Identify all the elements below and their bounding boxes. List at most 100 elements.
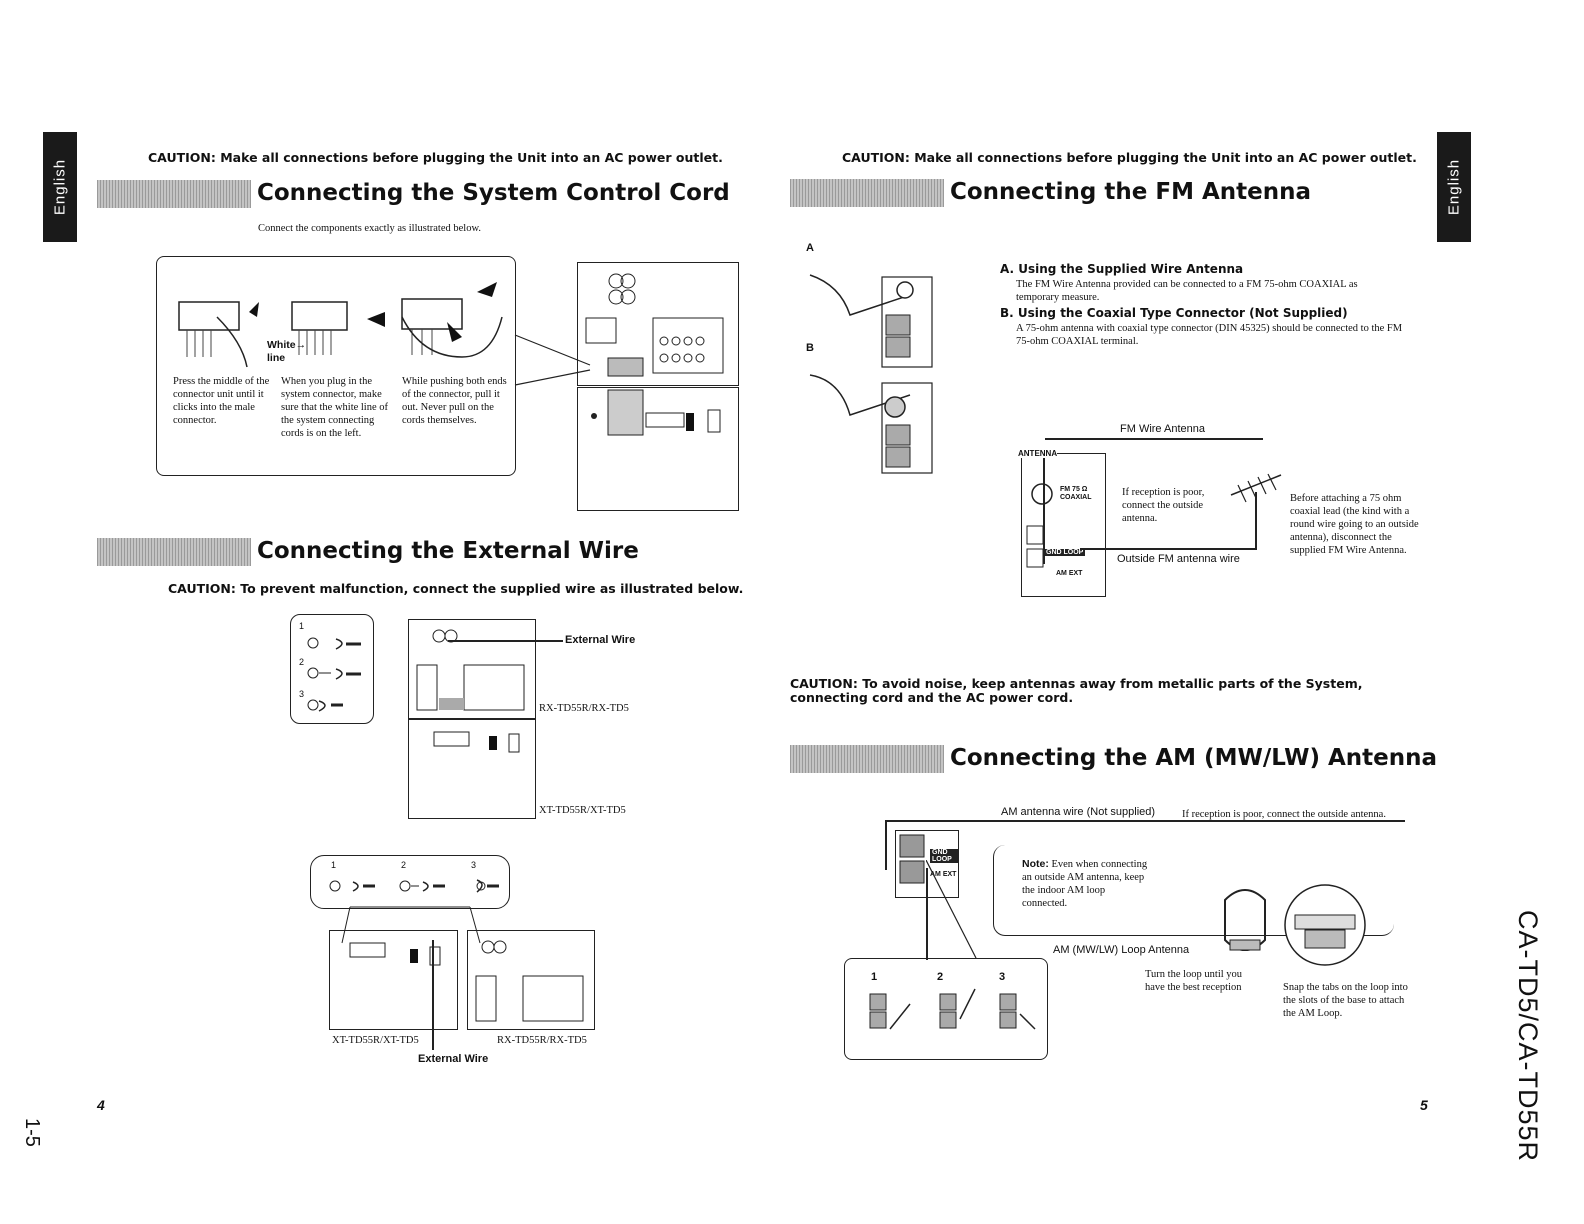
language-tab-right-label: English bbox=[1445, 158, 1463, 216]
am-reception-label: If reception is poor, connect the outsid… bbox=[1182, 809, 1386, 820]
external-wire-title: Connecting the External Wire bbox=[257, 538, 639, 564]
bottom-wire-line bbox=[432, 940, 434, 1050]
bottom-external-wire-label: External Wire bbox=[418, 1053, 489, 1065]
am-loop-label: AM (MW/LW) Loop Antenna bbox=[1053, 944, 1190, 956]
bottom-rx-label: RX-TD55R/RX-TD5 bbox=[497, 1035, 587, 1046]
ext-step-1: 1 bbox=[299, 621, 305, 631]
xt-model-label: XT-TD55R/XT-TD5 bbox=[539, 805, 626, 816]
language-tab-left: English bbox=[43, 132, 77, 242]
page-number-right: 5 bbox=[1420, 1097, 1428, 1113]
fm75-label: FM 75 Ω COAXIAL bbox=[1060, 486, 1092, 501]
fm-am-ext-label: AM EXT bbox=[1056, 570, 1083, 577]
ext-step-3: 3 bbox=[299, 689, 305, 699]
system-cord-step3: While pushing both ends of the connector… bbox=[402, 376, 507, 426]
am-wire-label: AM antenna wire (Not supplied) bbox=[1001, 806, 1156, 818]
ext-step-2: 2 bbox=[299, 657, 305, 667]
am-note-text: Even when connecting an outside AM anten… bbox=[1022, 859, 1148, 909]
fm-reception-note: If reception is poor, connect the outsid… bbox=[1122, 487, 1205, 524]
ext-receiver-panel bbox=[408, 619, 536, 719]
system-cord-step2: When you plug in the system connector, m… bbox=[281, 376, 389, 439]
am-turn-note: Turn the loop until you have the best re… bbox=[1145, 969, 1243, 993]
side-page-label: 1-5 bbox=[21, 1118, 43, 1147]
left-caution-top: CAUTION: Make all connections before plu… bbox=[148, 150, 723, 165]
am-steps-pointer bbox=[926, 860, 977, 959]
fm-terminal-panel: ANTENNA FM 75 Ω COAXIAL GND LOOP AM EXT bbox=[1018, 449, 1106, 597]
am-terminal-drawing bbox=[899, 834, 925, 884]
connector-illustration bbox=[178, 282, 503, 368]
am-steps-panel: 1 2 3 bbox=[844, 958, 1048, 1060]
bottom-step-2: 2 bbox=[401, 860, 407, 870]
am-steps-drawing bbox=[869, 988, 1036, 1030]
external-wire-label: External Wire bbox=[565, 634, 636, 646]
am-ext-label: AM EXT bbox=[930, 871, 957, 878]
bottom-xt-panel bbox=[329, 930, 458, 1030]
section-bar-am bbox=[790, 745, 944, 773]
fm-terminal-drawing bbox=[1026, 454, 1053, 568]
bottom-rx-drawing bbox=[475, 940, 584, 1022]
bottom-step-1: 1 bbox=[331, 860, 337, 870]
outdoor-antenna-icon bbox=[1230, 473, 1282, 503]
fm-wire-antenna-label: FM Wire Antenna bbox=[1120, 423, 1205, 435]
speaker-panel-drawing bbox=[591, 389, 721, 436]
fm-a-text: The FM Wire Antenna provided can be conn… bbox=[1016, 279, 1358, 303]
bottom-xt-drawing bbox=[349, 942, 441, 966]
right-caution-top: CAUTION: Make all connections before plu… bbox=[842, 150, 1417, 165]
am-steps-pointer-1 bbox=[926, 868, 928, 960]
am-step-3: 3 bbox=[999, 971, 1006, 983]
fm-label-b: B bbox=[806, 342, 814, 354]
ext-speaker-panel bbox=[408, 719, 536, 819]
ext-receiver-drawing bbox=[416, 629, 525, 711]
am-step-1: 1 bbox=[871, 971, 878, 983]
external-wire-bottom-callout: 1 2 3 bbox=[310, 855, 510, 909]
outside-fm-wire-vertical bbox=[1255, 492, 1257, 550]
bottom-steps-drawing bbox=[329, 879, 499, 893]
speaker-unit-rear-panel bbox=[577, 387, 739, 511]
am-note: Note: Even when connecting an outside AM… bbox=[1022, 858, 1152, 910]
section-bar-fm bbox=[790, 179, 944, 207]
fm-before-note: Before attaching a 75 ohm coaxial lead (… bbox=[1290, 493, 1419, 556]
bottom-step-3: 3 bbox=[471, 860, 477, 870]
receiver-rear-panel bbox=[577, 262, 739, 386]
am-gnd-loop-label: GND LOOP bbox=[930, 849, 958, 863]
fm-b-text: A 75-ohm antenna with coaxial type conne… bbox=[1016, 323, 1403, 347]
antenna-label: ANTENNA bbox=[1018, 449, 1058, 458]
fm-label-a: A bbox=[806, 242, 814, 254]
bottom-rx-panel bbox=[467, 930, 595, 1030]
language-tab-left-label: English bbox=[51, 158, 69, 216]
system-cord-title: Connecting the System Control Cord bbox=[257, 180, 730, 206]
system-cord-steps-panel: White→ line Press the middle of the conn… bbox=[156, 256, 516, 476]
am-title: Connecting the AM (MW/LW) Antenna bbox=[950, 745, 1438, 771]
ext-speaker-drawing bbox=[433, 731, 520, 753]
am-step-2: 2 bbox=[937, 971, 944, 983]
external-wire-pointer bbox=[448, 640, 563, 642]
fm-gnd-loop-label: GND LOOP bbox=[1044, 549, 1086, 556]
language-tab-right: English bbox=[1437, 132, 1471, 242]
white-line-label: White→ line bbox=[267, 339, 307, 364]
am-wire-top-line bbox=[885, 820, 1405, 822]
am-snap-note: Snap the tabs on the loop into the slots… bbox=[1283, 982, 1408, 1019]
outside-fm-wire-line bbox=[1080, 548, 1256, 550]
rx-model-label: RX-TD55R/RX-TD5 bbox=[539, 703, 629, 714]
external-wire-steps-callout: 1 2 3 bbox=[290, 614, 374, 724]
right-caution-mid: CAUTION: To avoid noise, keep antennas a… bbox=[790, 676, 1363, 705]
fm-plug-illustrations bbox=[809, 274, 933, 474]
receiver-panel-drawing bbox=[585, 273, 724, 377]
system-cord-connector-lines bbox=[514, 334, 591, 386]
am-note-bold: Note: bbox=[1022, 858, 1049, 870]
page-number-left: 4 bbox=[97, 1097, 105, 1113]
am-note-callout bbox=[993, 845, 1394, 936]
bottom-xt-label: XT-TD55R/XT-TD5 bbox=[332, 1035, 419, 1046]
am-terminal-panel: GND LOOP AM EXT bbox=[895, 830, 959, 898]
fm-b-title: B. Using the Coaxial Type Connector (Not… bbox=[1000, 306, 1348, 320]
system-cord-intro: Connect the components exactly as illust… bbox=[258, 223, 481, 234]
section-bar-external-wire bbox=[97, 538, 251, 566]
fm-a-title: A. Using the Supplied Wire Antenna bbox=[1000, 262, 1244, 276]
am-loop-antenna-icon bbox=[1224, 884, 1366, 966]
ext-steps-drawing bbox=[307, 637, 361, 712]
fm-title: Connecting the FM Antenna bbox=[950, 179, 1312, 205]
model-vertical-label: CA-TD5/CA-TD55R bbox=[1513, 910, 1543, 1163]
outside-fm-wire-label: Outside FM antenna wire bbox=[1117, 553, 1240, 565]
section-bar-system-cord bbox=[97, 180, 251, 208]
system-cord-step1: Press the middle of the connector unit u… bbox=[173, 376, 270, 426]
am-wire-left-line bbox=[885, 820, 887, 870]
